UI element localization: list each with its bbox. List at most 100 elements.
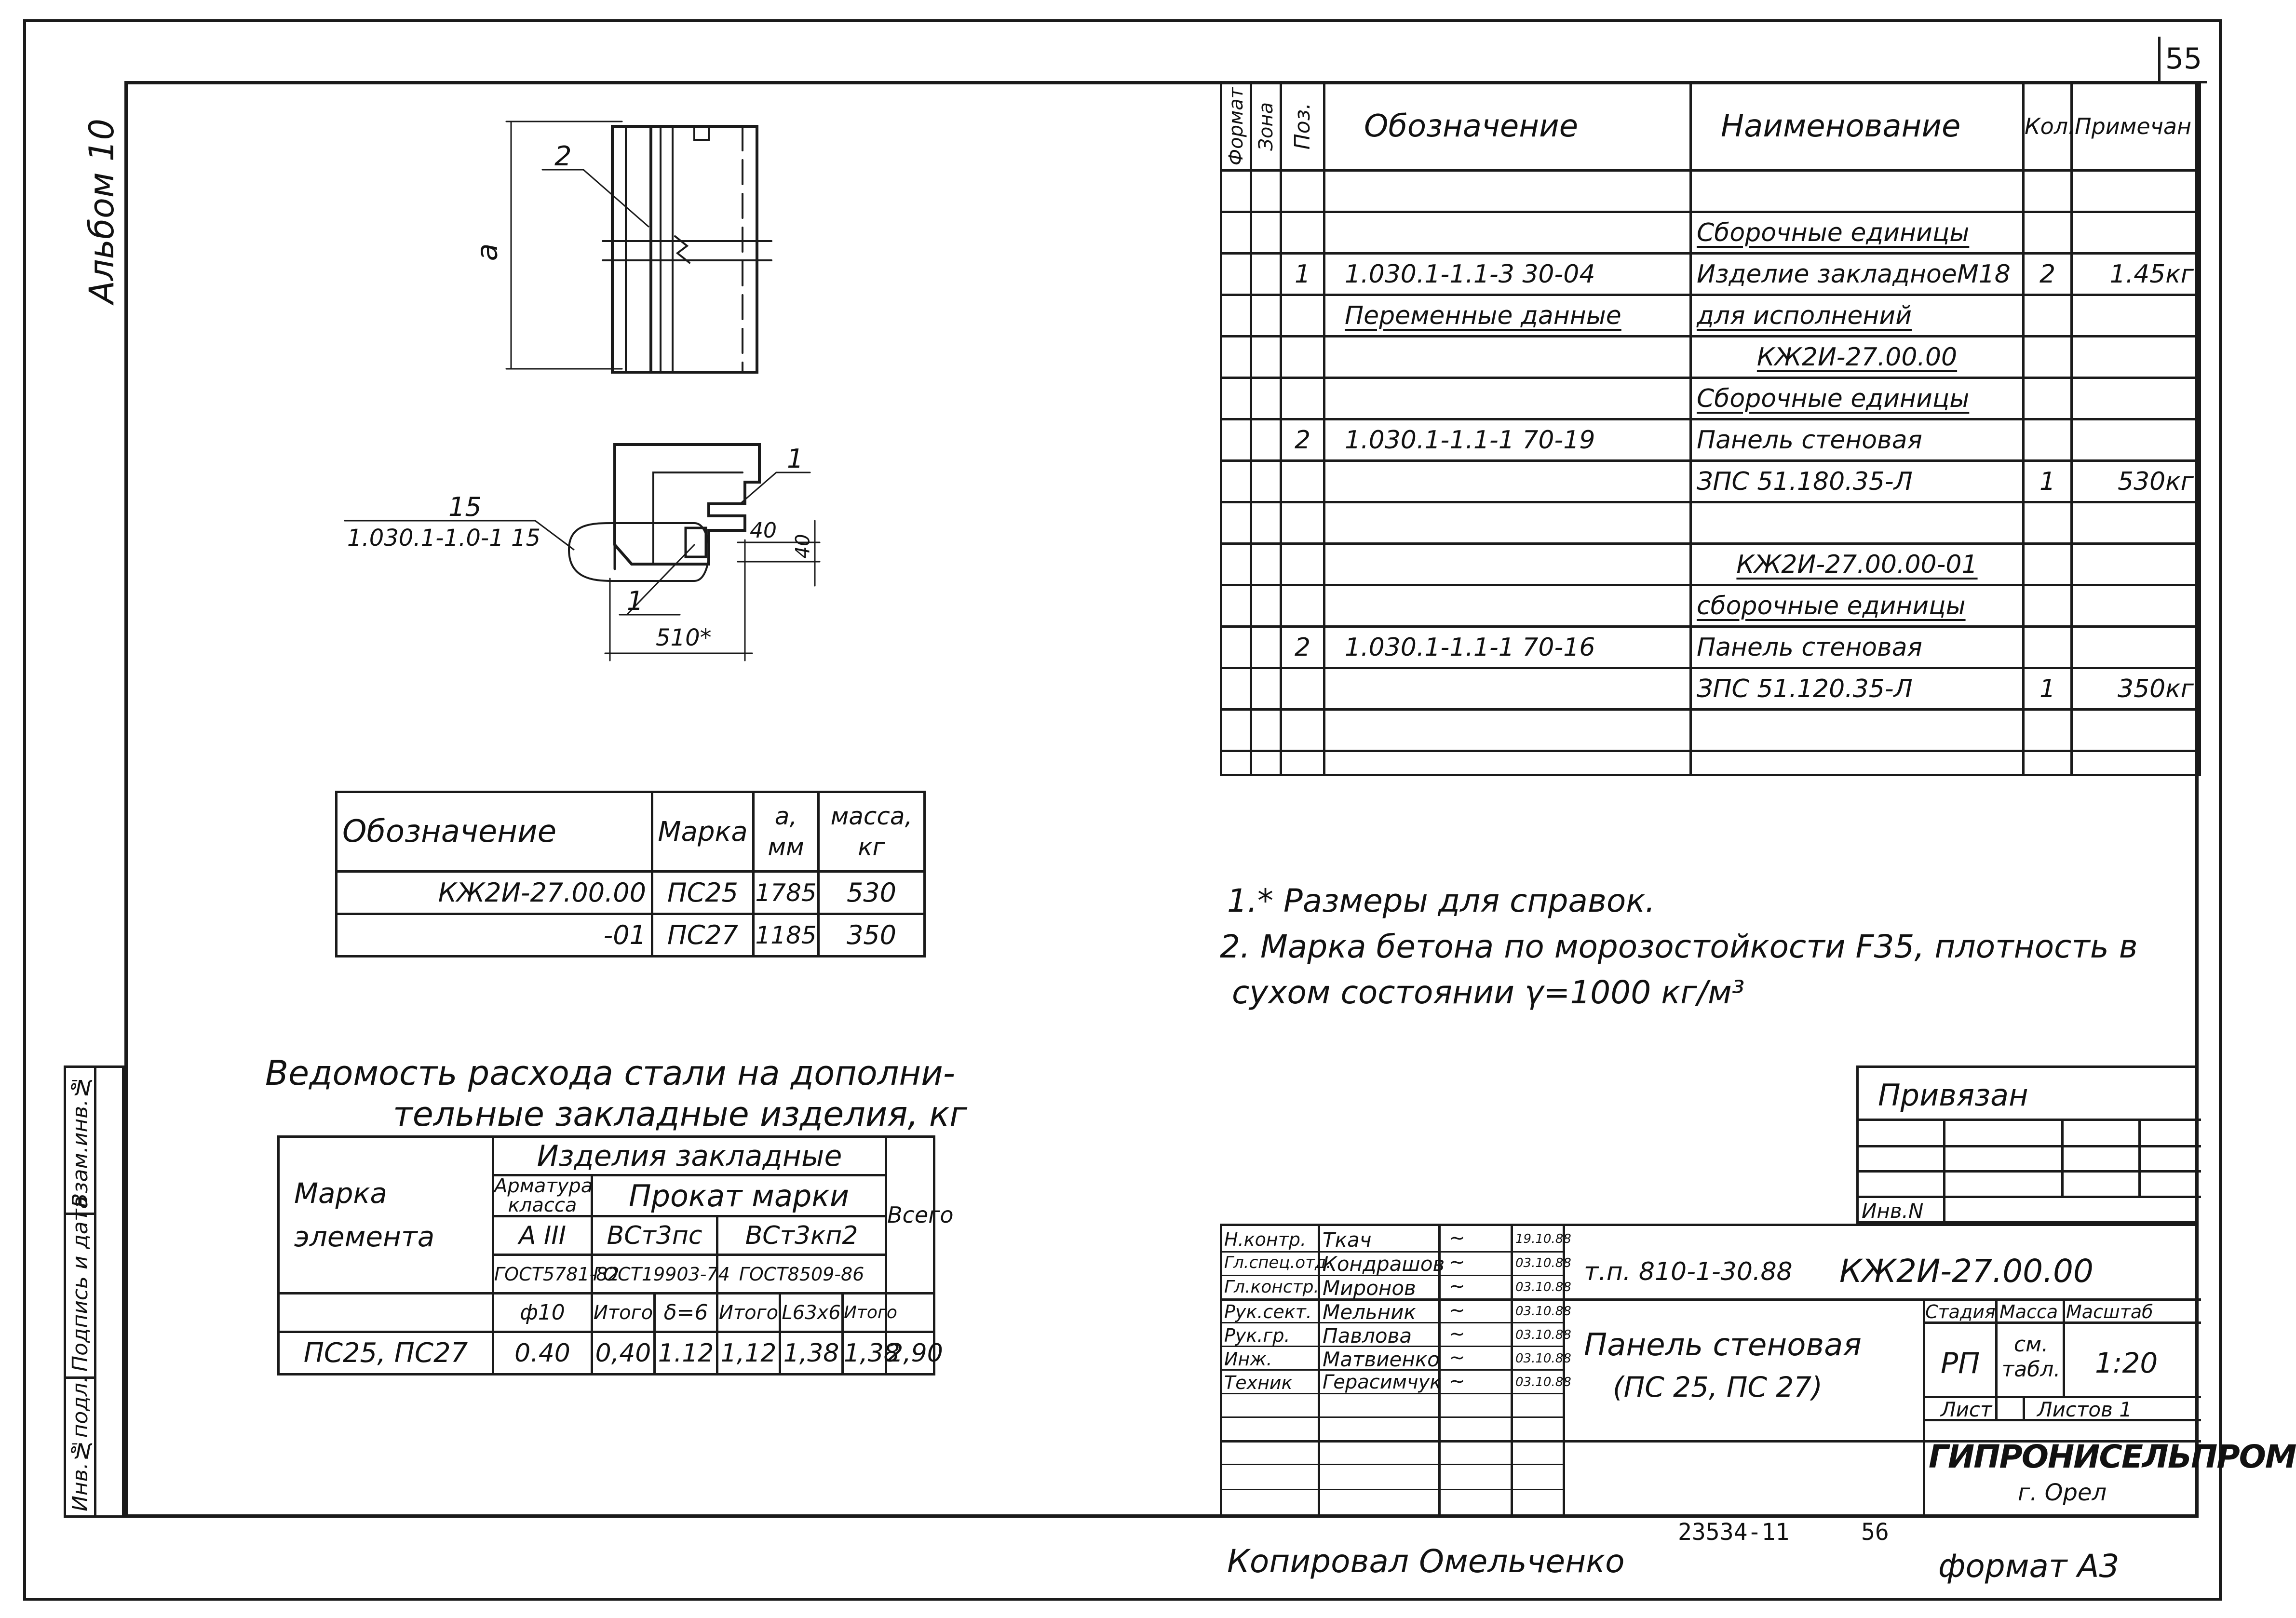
mass-value: см. табл.	[2001, 1332, 2061, 1382]
dimension-40-horizontal: 40	[750, 518, 777, 543]
person-role: Рук.сект.	[1224, 1301, 1312, 1322]
page-number: 56	[1861, 1519, 1889, 1546]
spec-row: ЗПС 51.180.35-Л 1 530кг	[1220, 459, 2201, 503]
stage-header: Стадия	[1925, 1301, 1996, 1322]
project-number: т.п. 810-1-30.88	[1584, 1257, 1793, 1286]
steel-sub-delta: δ=6	[653, 1292, 718, 1333]
spec-header-pos: Поз.	[1280, 81, 1325, 172]
spec-header-note: Примечан	[2070, 81, 2201, 172]
person-name: Ткач	[1323, 1228, 1372, 1252]
steel-sub-total3: Итого	[841, 1292, 897, 1333]
position-15-reference: 1.030.1-1.0-1 15	[347, 525, 541, 552]
steel-title-line2: тельные закладные изделия, кг	[393, 1094, 968, 1134]
steel-sub-angle: L63х6	[779, 1292, 844, 1333]
steel-table: Марка элемента Изделия закладные Всего А…	[277, 1135, 954, 1375]
spec-header-qty: Кол.	[2022, 81, 2075, 172]
person-name: Кондрашов	[1323, 1252, 1445, 1276]
part-drawings	[344, 121, 821, 661]
steel-class: А III	[492, 1215, 593, 1256]
person-signature: ~	[1449, 1275, 1465, 1297]
steel-gost3: ГОСТ8509-86	[716, 1254, 888, 1294]
person-signature: ~	[1449, 1227, 1465, 1249]
person-signature: ~	[1449, 1299, 1465, 1321]
spec-row	[1220, 708, 2201, 752]
privyazan-inv: Инв.N	[1862, 1199, 1924, 1223]
mark-row: -01 ПС27 1185 350	[335, 913, 926, 957]
product-marks: (ПС 25, ПС 27)	[1613, 1371, 1823, 1403]
note-1: 1.* Размеры для справок.	[1227, 882, 1656, 919]
position-2-label: 2	[554, 141, 572, 172]
dimension-40-vertical: 40	[792, 534, 814, 559]
note-2-continued: сухом состоянии γ=1000 кг/м³	[1232, 974, 1745, 1011]
title-block: Н.контр. Ткач ~ 19.10.88 Гл.спец.отд. Ко…	[1220, 1224, 2296, 1518]
person-signature: ~	[1449, 1370, 1465, 1392]
steel-sub-total2: Итого	[716, 1292, 781, 1333]
person-date: 03.10.88	[1515, 1280, 1571, 1294]
paper-format: формат А3	[1938, 1548, 2120, 1585]
person-date: 03.10.88	[1515, 1351, 1571, 1366]
steel-sub-total1: Итого	[591, 1292, 656, 1333]
person-name: Миронов	[1323, 1276, 1416, 1300]
scale-value: 1:20	[2095, 1347, 2158, 1379]
person-signature: ~	[1449, 1251, 1465, 1273]
person-role: Гл.констр.	[1224, 1277, 1319, 1297]
dimension-510-label: 510*	[656, 624, 712, 651]
sheets-header: Листов 1	[2037, 1398, 2132, 1421]
person-name: Мельник	[1323, 1300, 1416, 1324]
person-signature: ~	[1449, 1323, 1465, 1345]
person-date: 19.10.88	[1515, 1232, 1571, 1246]
steel-total-header: Всего	[885, 1135, 954, 1294]
spec-row: 2 1.030.1-1.1-1 70-16 Панель стеновая	[1220, 625, 2201, 669]
outer-frame	[23, 19, 2222, 1601]
position-1-label-bottom: 1	[627, 586, 644, 616]
person-name: Павлова	[1323, 1324, 1412, 1348]
spec-header-format: Формат	[1220, 81, 1252, 172]
organization: ГИПРОНИСЕЛЬПРОМ	[1929, 1438, 2296, 1475]
mark-header-mass: масса, кг	[817, 791, 926, 873]
spec-row: сборочные единицы	[1220, 584, 2201, 628]
steel-sub-f10: ф10	[492, 1292, 593, 1333]
mass-header: Масса	[1999, 1301, 2058, 1322]
spec-row: ЗПС 51.120.35-Л 1 350кг	[1220, 667, 2201, 711]
organization-city: г. Орел	[2018, 1479, 2107, 1506]
spec-header-designation: Обозначение	[1323, 81, 1692, 172]
copied-by: Копировал Омельченко	[1227, 1543, 1625, 1580]
sheet-header: Лист	[1941, 1398, 1992, 1421]
steel-vst3ps: ВСт3пс	[591, 1215, 718, 1256]
person-signature: ~	[1449, 1347, 1465, 1369]
mark-table: Обозначение Марка а, мм масса, кг КЖ2И-2…	[335, 791, 926, 957]
document-number: 23534-11	[1678, 1519, 1790, 1546]
steel-title-line1: Ведомость расхода стали на дополни-	[265, 1053, 955, 1093]
spec-row: 1 1.030.1-1.1-3 30-04 Изделие закладноеМ…	[1220, 252, 2201, 296]
position-15-label: 15	[448, 492, 482, 522]
spec-row: КЖ2И-27.00.00-01	[1220, 542, 2201, 586]
spec-row: Сборочные единицы	[1220, 211, 2201, 255]
person-date: 03.10.88	[1515, 1304, 1571, 1319]
steel-vst3kp2: ВСт3кп2	[716, 1215, 888, 1256]
person-date: 03.10.88	[1515, 1375, 1571, 1389]
steel-gost2: ГОСТ19903-74	[591, 1254, 730, 1294]
spec-header-zone: Зона	[1250, 81, 1282, 172]
spec-row: КЖ2И-27.00.00	[1220, 335, 2201, 379]
privyazan-box: Привязан Инв.N	[1856, 1065, 2201, 1224]
person-name: Герасимчук	[1323, 1371, 1442, 1393]
person-date: 03.10.88	[1515, 1328, 1571, 1342]
spec-row	[1220, 501, 2201, 545]
scale-header: Масштаб	[2066, 1301, 2153, 1322]
privyazan-title: Привязан	[1878, 1078, 2028, 1113]
person-role: Техник	[1224, 1372, 1293, 1393]
spec-row	[1220, 750, 2201, 776]
note-2: 2. Марка бетона по морозостойкости F35, …	[1220, 928, 2138, 965]
sheet-number: 55	[2158, 37, 2207, 83]
mark-header-designation: Обозначение	[335, 791, 653, 873]
document-code: КЖ2И-27.00.00	[1839, 1253, 2094, 1290]
position-1-label-top: 1	[787, 444, 804, 474]
steel-element-header: Марка элемента	[277, 1135, 494, 1294]
person-role: Инж.	[1224, 1348, 1272, 1370]
person-role: Рук.гр.	[1224, 1325, 1290, 1346]
dimension-a-label: a	[470, 243, 504, 261]
steel-gost1: ГОСТ5781-82	[492, 1254, 620, 1294]
spec-row: 2 1.030.1-1.1-1 70-19 Панель стеновая	[1220, 418, 2201, 462]
product-name: Панель стеновая	[1584, 1327, 1862, 1363]
person-name: Матвиенко	[1323, 1348, 1440, 1371]
